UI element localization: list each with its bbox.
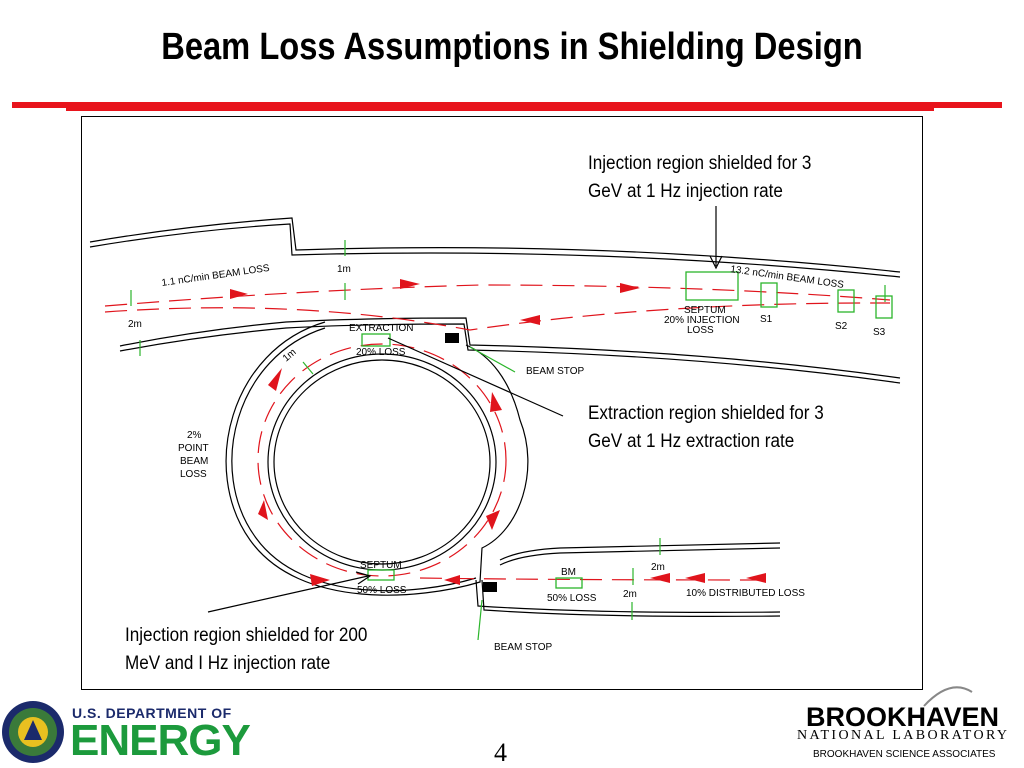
- callout-injection-200mev-line2: MeV and I Hz injection rate: [125, 653, 331, 674]
- dist-2m-lower1-label: 2m: [651, 562, 665, 573]
- diagram-frame: [81, 116, 923, 690]
- bnl-swoosh-icon: [923, 686, 973, 707]
- upper-tunnel-walls: [89, 217, 901, 384]
- callout-leaders: [207, 206, 723, 613]
- callout-extraction-3gev-line2: GeV at 1 Hz extraction rate: [588, 431, 795, 452]
- beam-stop-lower-label: BEAM STOP: [494, 642, 552, 653]
- septum-top-label: SEPTUM: [684, 305, 726, 316]
- dist-2m-left-label: 2m: [128, 319, 142, 330]
- bnl-line2: NATIONAL LABORATORY: [797, 728, 1010, 743]
- bm-loss-label: 50% LOSS: [547, 593, 597, 604]
- extraction-label: EXTRACTION: [349, 323, 413, 334]
- septum-bottom-label: SEPTUM: [360, 560, 402, 571]
- septum-injection-loss-line2: LOSS: [687, 325, 714, 336]
- page-number: 4: [494, 738, 507, 767]
- beam-loss-left-label: 1.1 nC/min BEAM LOSS: [161, 263, 271, 289]
- bm-label: BM: [561, 567, 576, 578]
- extraction-loss-label: 20% LOSS: [356, 347, 406, 358]
- dist-2m-lower2-label: 2m: [623, 589, 637, 600]
- point-loss-line3: BEAM: [180, 456, 208, 467]
- s2-label: S2: [835, 321, 848, 332]
- beam-stop-upper: [445, 333, 459, 343]
- green-components: [361, 271, 893, 589]
- septum-injection-loss-line1: 20% INJECTION: [664, 315, 740, 326]
- point-loss-line2: POINT: [178, 443, 209, 454]
- doe-energy-logo: ENERGY: [70, 716, 251, 765]
- beam-stop-upper-label: BEAM STOP: [526, 366, 584, 377]
- s3-label: S3: [873, 327, 886, 338]
- slide-title: Beam Loss Assumptions in Shielding Desig…: [161, 26, 863, 68]
- beam-stop-lower: [483, 582, 497, 592]
- s1-label: S1: [760, 314, 773, 325]
- ring-tunnel: [225, 321, 529, 596]
- bnl-line3: BROOKHAVEN SCIENCE ASSOCIATES: [813, 749, 996, 760]
- dist-1m-top-label: 1m: [337, 264, 351, 275]
- doe-line1: U.S. DEPARTMENT OF: [72, 705, 232, 721]
- callout-injection-3gev-line2: GeV at 1 Hz injection rate: [588, 181, 783, 202]
- title-underline-secondary: [66, 108, 934, 111]
- point-loss-line1: 2%: [187, 430, 202, 441]
- callout-extraction-3gev-line1: Extraction region shielded for 3: [588, 403, 824, 424]
- beam-loss-right-label: 13.2 nC/min BEAM LOSS: [730, 264, 845, 291]
- callout-injection-3gev: Injection region shielded for 3 GeV at 1…: [588, 150, 811, 206]
- beam-direction-arrows: [230, 279, 766, 586]
- callout-injection-200mev-line1: Injection region shielded for 200: [125, 625, 368, 646]
- point-loss-line4: LOSS: [180, 469, 207, 480]
- lower-tunnel-walls: [475, 542, 781, 617]
- septum-bottom-loss-label: 50% LOSS: [357, 585, 407, 596]
- callout-extraction-3gev: Extraction region shielded for 3 GeV at …: [588, 400, 824, 456]
- callout-injection-200mev: Injection region shielded for 200 MeV an…: [125, 622, 367, 678]
- bnl-line1: BROOKHAVEN: [806, 702, 1000, 732]
- distributed-loss-label: 10% DISTRIBUTED LOSS: [686, 588, 805, 599]
- callout-injection-3gev-line1: Injection region shielded for 3: [588, 153, 812, 174]
- green-dimension-markers: [130, 240, 886, 641]
- doe-seal-icon: [2, 701, 64, 763]
- title-underline: [12, 102, 1002, 108]
